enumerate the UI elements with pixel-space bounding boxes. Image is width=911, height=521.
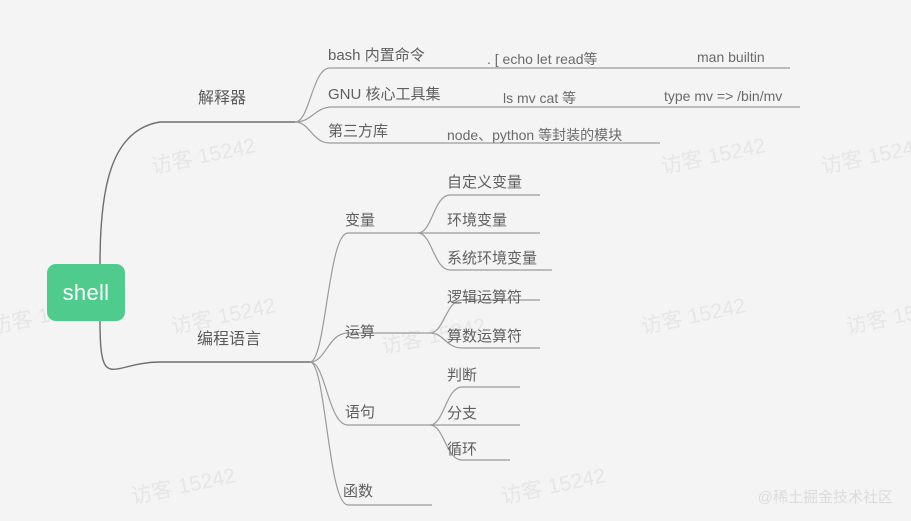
watermark-tile: 访客 15242: [659, 134, 768, 179]
note-gnu-core-2: type mv => /bin/mv: [664, 88, 783, 104]
root-node-shell[interactable]: shell: [47, 264, 125, 321]
node-var-custom[interactable]: 自定义变量: [447, 174, 523, 191]
node-var-sysenv[interactable]: 系统环境变量: [447, 250, 538, 267]
node-st-branch[interactable]: 分支: [447, 405, 478, 422]
node-variable[interactable]: 变量: [345, 212, 376, 229]
node-st-judge[interactable]: 判断: [447, 367, 478, 384]
note-bash-builtin-1: . [ echo let read等: [487, 51, 598, 67]
wire-interpreter-gnu: [294, 106, 800, 123]
node-bash-builtin[interactable]: bash 内置命令: [328, 47, 425, 64]
root-node-label: shell: [62, 279, 110, 305]
watermark-tile: 访客 15242: [149, 134, 258, 179]
node-var-env[interactable]: 环境变量: [447, 212, 508, 229]
watermark-corner: @稀土掘金技术社区: [757, 489, 893, 506]
watermark-tile: 访客 15242: [499, 464, 608, 509]
node-gnu-core[interactable]: GNU 核心工具集: [328, 86, 441, 103]
node-func[interactable]: 函数: [343, 483, 374, 500]
watermark-tile: 访客 15242: [129, 464, 238, 509]
node-operation[interactable]: 运算: [345, 324, 376, 341]
watermark-tile: 访客 15242: [639, 294, 748, 339]
watermark-tile: 访客 15242: [844, 294, 911, 339]
node-interpreter[interactable]: 解释器: [198, 90, 247, 107]
node-third-party[interactable]: 第三方库: [328, 123, 389, 140]
node-statement[interactable]: 语句: [345, 404, 376, 421]
watermark-tile: 访客 15242: [819, 134, 911, 179]
node-op-logic[interactable]: 逻辑运算符: [447, 289, 523, 306]
node-op-arith[interactable]: 算数运算符: [447, 328, 523, 345]
note-bash-builtin-2: man builtin: [697, 49, 765, 65]
note-third-party-1: node、python 等封装的模块: [447, 127, 623, 143]
note-gnu-core-1: ls mv cat 等: [503, 90, 577, 106]
node-prog-lang[interactable]: 编程语言: [197, 331, 262, 348]
node-st-loop[interactable]: 循环: [447, 441, 478, 458]
